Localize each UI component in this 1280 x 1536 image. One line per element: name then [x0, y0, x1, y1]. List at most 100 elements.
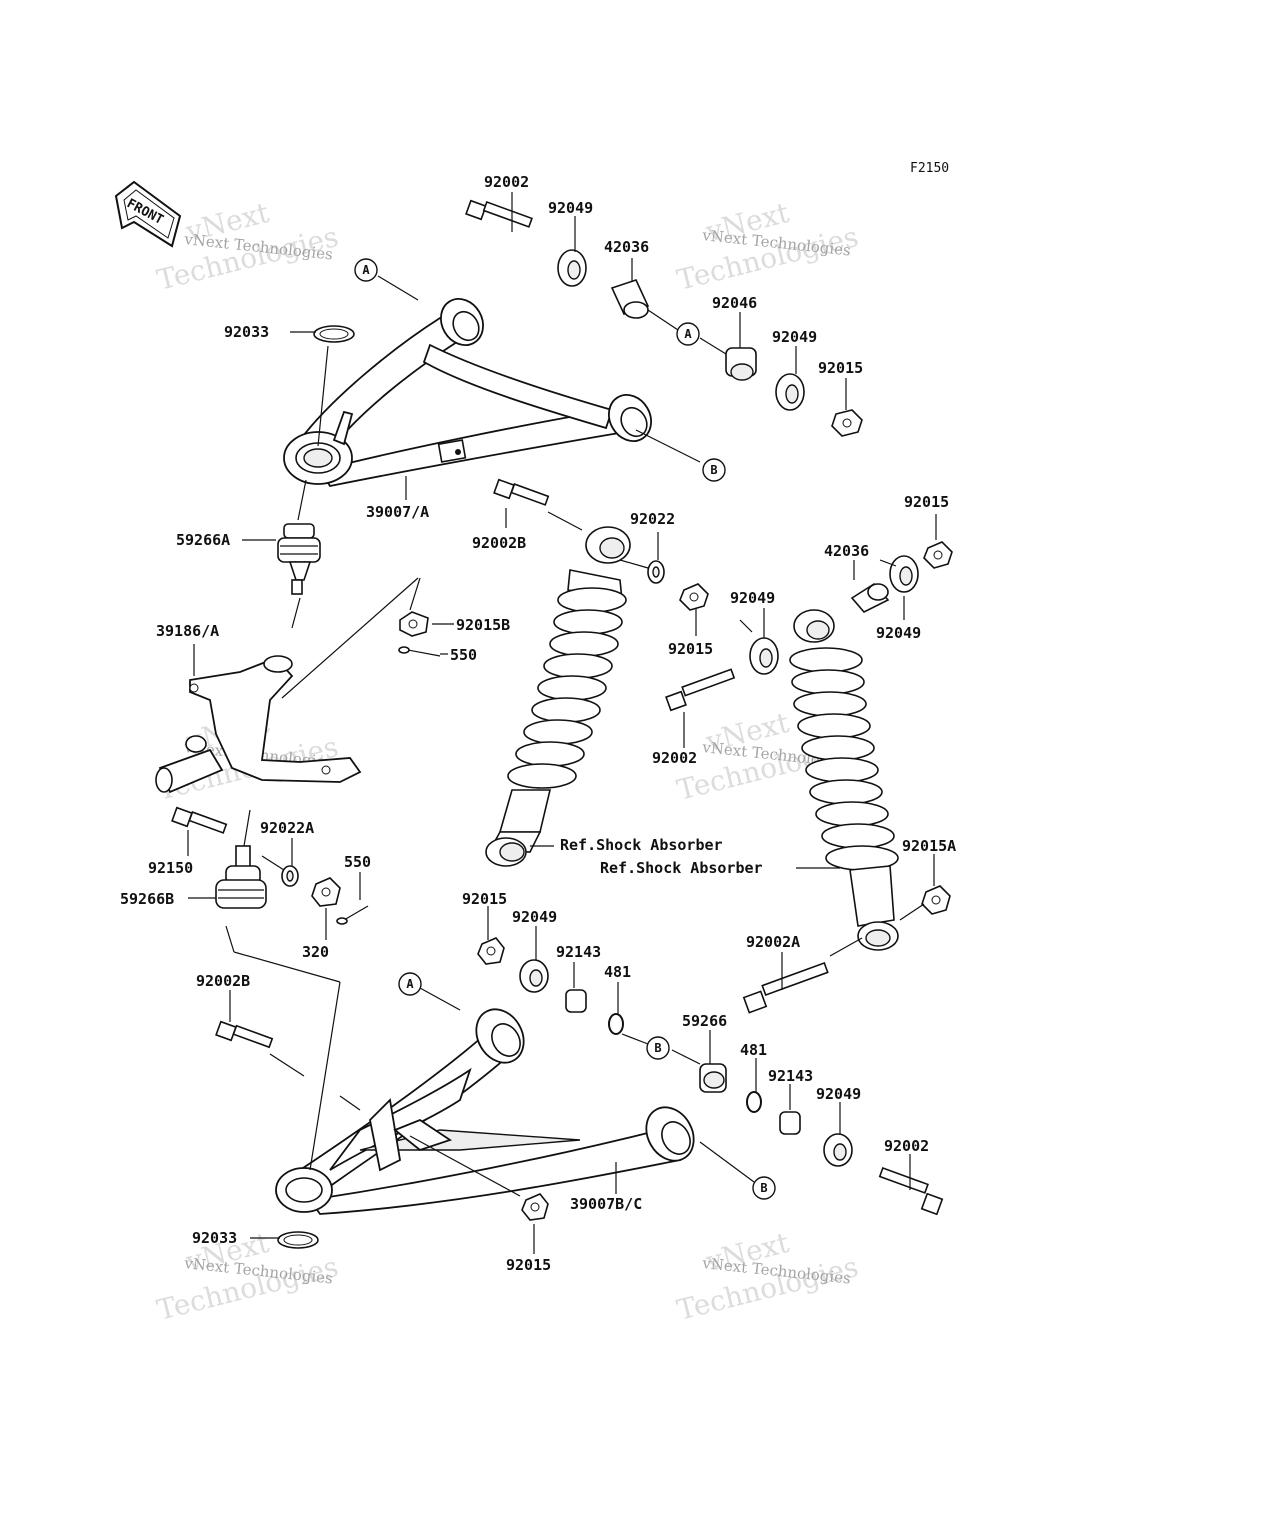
- nut-92015-mid: [679, 583, 709, 611]
- nut-92015-lower-mid: [477, 937, 505, 965]
- callout-a: A: [684, 327, 692, 341]
- bolt-92002-top: [465, 199, 533, 228]
- part-label: 59266B: [120, 890, 174, 908]
- washer-92022a: [281, 865, 299, 887]
- castle-nut-320: [311, 877, 341, 907]
- bolt-92150: [171, 806, 228, 834]
- circlip-92033-top: [313, 325, 355, 343]
- part-label: 92022: [630, 510, 675, 528]
- washer-92049-lower-right: [823, 1133, 853, 1167]
- diagram-code: F2150: [910, 161, 949, 176]
- part-label: 92033: [224, 323, 269, 341]
- washer-92049-mid: [749, 637, 779, 675]
- upper-a-arm: [283, 298, 652, 488]
- callout-marker: A: [354, 258, 378, 282]
- part-label: 320: [302, 943, 329, 961]
- callout-marker: A: [676, 322, 700, 346]
- bolt-92002-mid: [665, 668, 736, 712]
- part-label: 92033: [192, 1229, 237, 1247]
- bolt-92002a: [742, 961, 829, 1014]
- part-label: 92002B: [472, 534, 526, 552]
- callout-a: A: [406, 977, 414, 991]
- ball-joint-upper: [277, 523, 321, 595]
- cotter-pin-550-upper: [398, 646, 441, 657]
- part-label: 481: [604, 963, 631, 981]
- part-label: 92002: [652, 749, 697, 767]
- part-label: 92022A: [260, 819, 314, 837]
- washer-92022: [647, 560, 665, 584]
- part-label: 550: [344, 853, 371, 871]
- bushing-92046: [725, 347, 757, 381]
- collar-42036-right: [850, 582, 890, 613]
- washer-92049-top: [557, 249, 587, 287]
- reference-label: Ref.Shock Absorber: [560, 836, 723, 854]
- washer-92049-right: [775, 373, 805, 411]
- part-label: 92049: [730, 589, 775, 607]
- part-label: 92049: [548, 199, 593, 217]
- part-label: 481: [740, 1041, 767, 1059]
- part-label: 59266A: [176, 531, 230, 549]
- callout-b: B: [760, 1181, 767, 1195]
- nut-92015-bottom: [521, 1193, 549, 1221]
- reference-label: Ref.Shock Absorber: [600, 859, 763, 877]
- part-label: 39007/A: [366, 503, 429, 521]
- part-label: 92049: [512, 908, 557, 926]
- callout-marker: B: [646, 1036, 670, 1060]
- part-label: 39007B/C: [570, 1195, 642, 1213]
- lower-a-arm: [275, 1008, 695, 1215]
- part-label: 92143: [556, 943, 601, 961]
- part-labels: 92002 92049 42036 92046 92049 92015 9203…: [120, 173, 956, 1274]
- part-label: 92015: [668, 640, 713, 658]
- cotter-pin-550-lower: [336, 905, 369, 925]
- callout-b: B: [710, 463, 717, 477]
- part-label: 550: [450, 646, 477, 664]
- washer-92049-right2: [889, 555, 919, 593]
- shock-absorber-left: [485, 526, 631, 867]
- part-label: 92002: [884, 1137, 929, 1155]
- part-label: 92015: [904, 493, 949, 511]
- bolt-92002-bottom: [878, 1167, 944, 1216]
- part-label: 92015B: [456, 616, 510, 634]
- part-label: 92049: [876, 624, 921, 642]
- nut-92015-top: [831, 409, 863, 437]
- washer-92049-lower: [519, 959, 549, 993]
- nut-92015b: [399, 611, 429, 637]
- part-label: 42036: [604, 238, 649, 256]
- ball-joint-lower: [215, 845, 267, 909]
- circlip-481-right: [746, 1091, 762, 1113]
- part-label: 92049: [772, 328, 817, 346]
- collar-92143-lower: [565, 989, 587, 1013]
- front-arrow-icon: FRONT: [114, 180, 182, 248]
- part-label: 92046: [712, 294, 757, 312]
- part-label: 92015A: [902, 837, 956, 855]
- bolt-92002b-lower: [215, 1020, 274, 1049]
- part-label: 92015: [818, 359, 863, 377]
- callout-marker: B: [752, 1176, 776, 1200]
- circlip-92033-lower: [277, 1231, 319, 1249]
- part-label: 92049: [816, 1085, 861, 1103]
- part-label: 92150: [148, 859, 193, 877]
- bolt-92002b-upper: [493, 478, 550, 506]
- circlip-481-lower: [608, 1013, 624, 1035]
- steering-knuckle: [155, 655, 362, 794]
- part-label: 59266: [682, 1012, 727, 1030]
- nut-92015-right: [923, 541, 953, 569]
- callout-a: A: [362, 263, 370, 277]
- part-label: 92015: [506, 1256, 551, 1274]
- callout-marker: A: [398, 972, 422, 996]
- shock-absorber-right: [789, 609, 899, 951]
- part-label: 92143: [768, 1067, 813, 1085]
- leader-lines: [187, 192, 937, 1254]
- callout-marker: B: [702, 458, 726, 482]
- collar-92143-right: [779, 1111, 801, 1135]
- part-label: 39186/A: [156, 622, 219, 640]
- bushing-59266: [699, 1063, 727, 1093]
- part-label: 92002B: [196, 972, 250, 990]
- collar-42036-top: [610, 279, 650, 319]
- part-label: 92002: [484, 173, 529, 191]
- part-label: 92002A: [746, 933, 800, 951]
- part-label: 92015: [462, 890, 507, 908]
- callout-b: B: [654, 1041, 661, 1055]
- part-label: 42036: [824, 542, 869, 560]
